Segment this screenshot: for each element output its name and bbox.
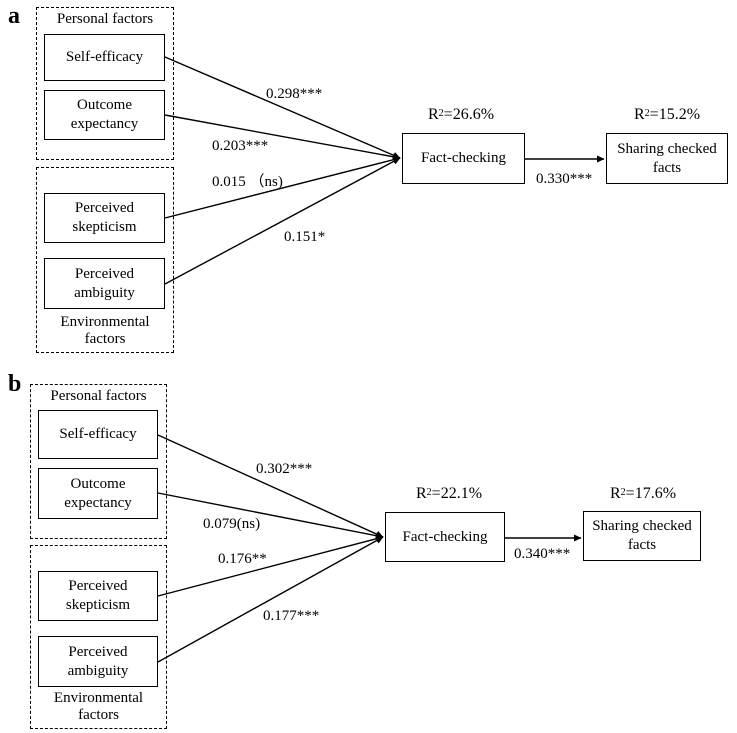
panel-a-self-efficacy-box: Self-efficacy [44, 34, 165, 81]
panel-a-perceived-skepticism-label: Perceived skepticism [72, 200, 137, 235]
panel-b-fact-checking-label: Fact-checking [402, 528, 488, 545]
path-a-perceived-ambiguity [164, 157, 401, 285]
panel-a-outcome-expectancy-box: Outcome expectancy [44, 90, 165, 140]
panel-b-perceived-ambiguity-box: Perceived ambiguity [38, 636, 158, 687]
path-a-perceived-skepticism [164, 156, 401, 219]
panel-b-sharing-box: Sharing checked facts [583, 511, 701, 561]
panel-b-coef-outcome-expectancy: 0.079(ns) [203, 516, 261, 532]
panel-a-fact-checking-label: Fact-checking [421, 150, 506, 166]
panel-a-self-efficacy-label: Self-efficacy [65, 49, 144, 65]
panel-b-personal-factors-group: Personal factors [30, 384, 167, 539]
panel-a-perceived-ambiguity-box: Perceived ambiguity [44, 258, 165, 309]
panel-b-coef-perceived-skepticism: 0.176** [218, 551, 267, 567]
panel-a-coef-outcome-expectancy: 0.203*** [212, 138, 269, 154]
panel-b-outcome-expectancy-box: Outcome expectancy [38, 468, 158, 519]
panel-b-environmental-factors-group: Environmental factors [30, 545, 167, 729]
panel-a-sharing-box: Sharing checked facts [606, 133, 728, 184]
panel-a-coef-self-efficacy: 0.298*** [266, 86, 323, 102]
path-a-outcome-expectancy [164, 114, 401, 161]
panel-b-perceived-skepticism-label: Perceived skepticism [65, 578, 131, 613]
panel-a-coef-fact-checking-to-sharing: 0.330*** [536, 171, 593, 187]
panel-b-mediator-r2: R2=22.1% [416, 485, 483, 502]
panel-a-outcome-r2: R2=15.2% [634, 106, 701, 123]
panel-b-personal-factors-label: Personal factors [50, 388, 147, 404]
path-a-self-efficacy [164, 56, 401, 159]
path-b-self-efficacy [157, 434, 384, 538]
panel-a-environmental-factors-label: Environmental factors [60, 314, 150, 347]
panel-a-perceived-ambiguity-label: Perceived ambiguity [74, 265, 135, 301]
panel-a-sharing-label: Sharing checked facts [617, 140, 717, 176]
panel-b-paths [157, 434, 582, 663]
panel-a-letter: a [8, 3, 20, 29]
panel-b-fact-checking-box: Fact-checking [385, 512, 505, 562]
panel-b-coef-self-efficacy: 0.302*** [256, 461, 313, 477]
panel-b-perceived-skepticism-box: Perceived skepticism [38, 571, 158, 621]
panel-a-coef-perceived-ambiguity: 0.151* [284, 229, 326, 245]
panel-b-outcome-r2: R2=17.6% [610, 485, 677, 502]
panel-a-perceived-skepticism-box: Perceived skepticism [44, 193, 165, 243]
panel-a-personal-factors-group: Personal factors [36, 7, 174, 160]
panel-b-mediator-r2-value: =22.1% [431, 485, 483, 502]
panel-b-outcome-expectancy-label: Outcome expectancy [64, 475, 132, 511]
panel-b-sharing-label: Sharing checked facts [592, 518, 692, 553]
panel-a-mediator-r2: R2=26.6% [428, 106, 495, 123]
path-b-outcome-expectancy [157, 492, 384, 540]
panel-a-outcome-r2-value: =15.2% [649, 106, 701, 123]
panel-b-outcome-r2-value: =17.6% [625, 485, 677, 502]
panel-a-outcome-expectancy-label: Outcome expectancy [70, 97, 139, 132]
panel-b-perceived-ambiguity-label: Perceived ambiguity [67, 643, 129, 679]
panel-a-paths [164, 56, 605, 285]
path-b-perceived-skepticism [157, 535, 384, 597]
panel-a-personal-factors-label: Personal factors [56, 11, 154, 27]
panel-a-coef-perceived-skepticism: 0.015 （ns) [212, 174, 283, 190]
panel-b-coef-fact-checking-to-sharing: 0.340*** [514, 546, 571, 562]
panel-b-environmental-factors-label: Environmental factors [53, 690, 144, 723]
panel-a-mediator-r2-value: =26.6% [443, 106, 495, 123]
panel-b-letter: b [8, 371, 22, 397]
panel-b-self-efficacy-label: Self-efficacy [59, 426, 137, 442]
path-b-perceived-ambiguity [157, 536, 384, 663]
panel-b-coef-perceived-ambiguity: 0.177*** [263, 608, 320, 624]
panel-a-environmental-factors-group: Environmental factors [36, 167, 174, 353]
panel-a-fact-checking-box: Fact-checking [402, 133, 525, 184]
panel-b-self-efficacy-box: Self-efficacy [38, 410, 158, 459]
